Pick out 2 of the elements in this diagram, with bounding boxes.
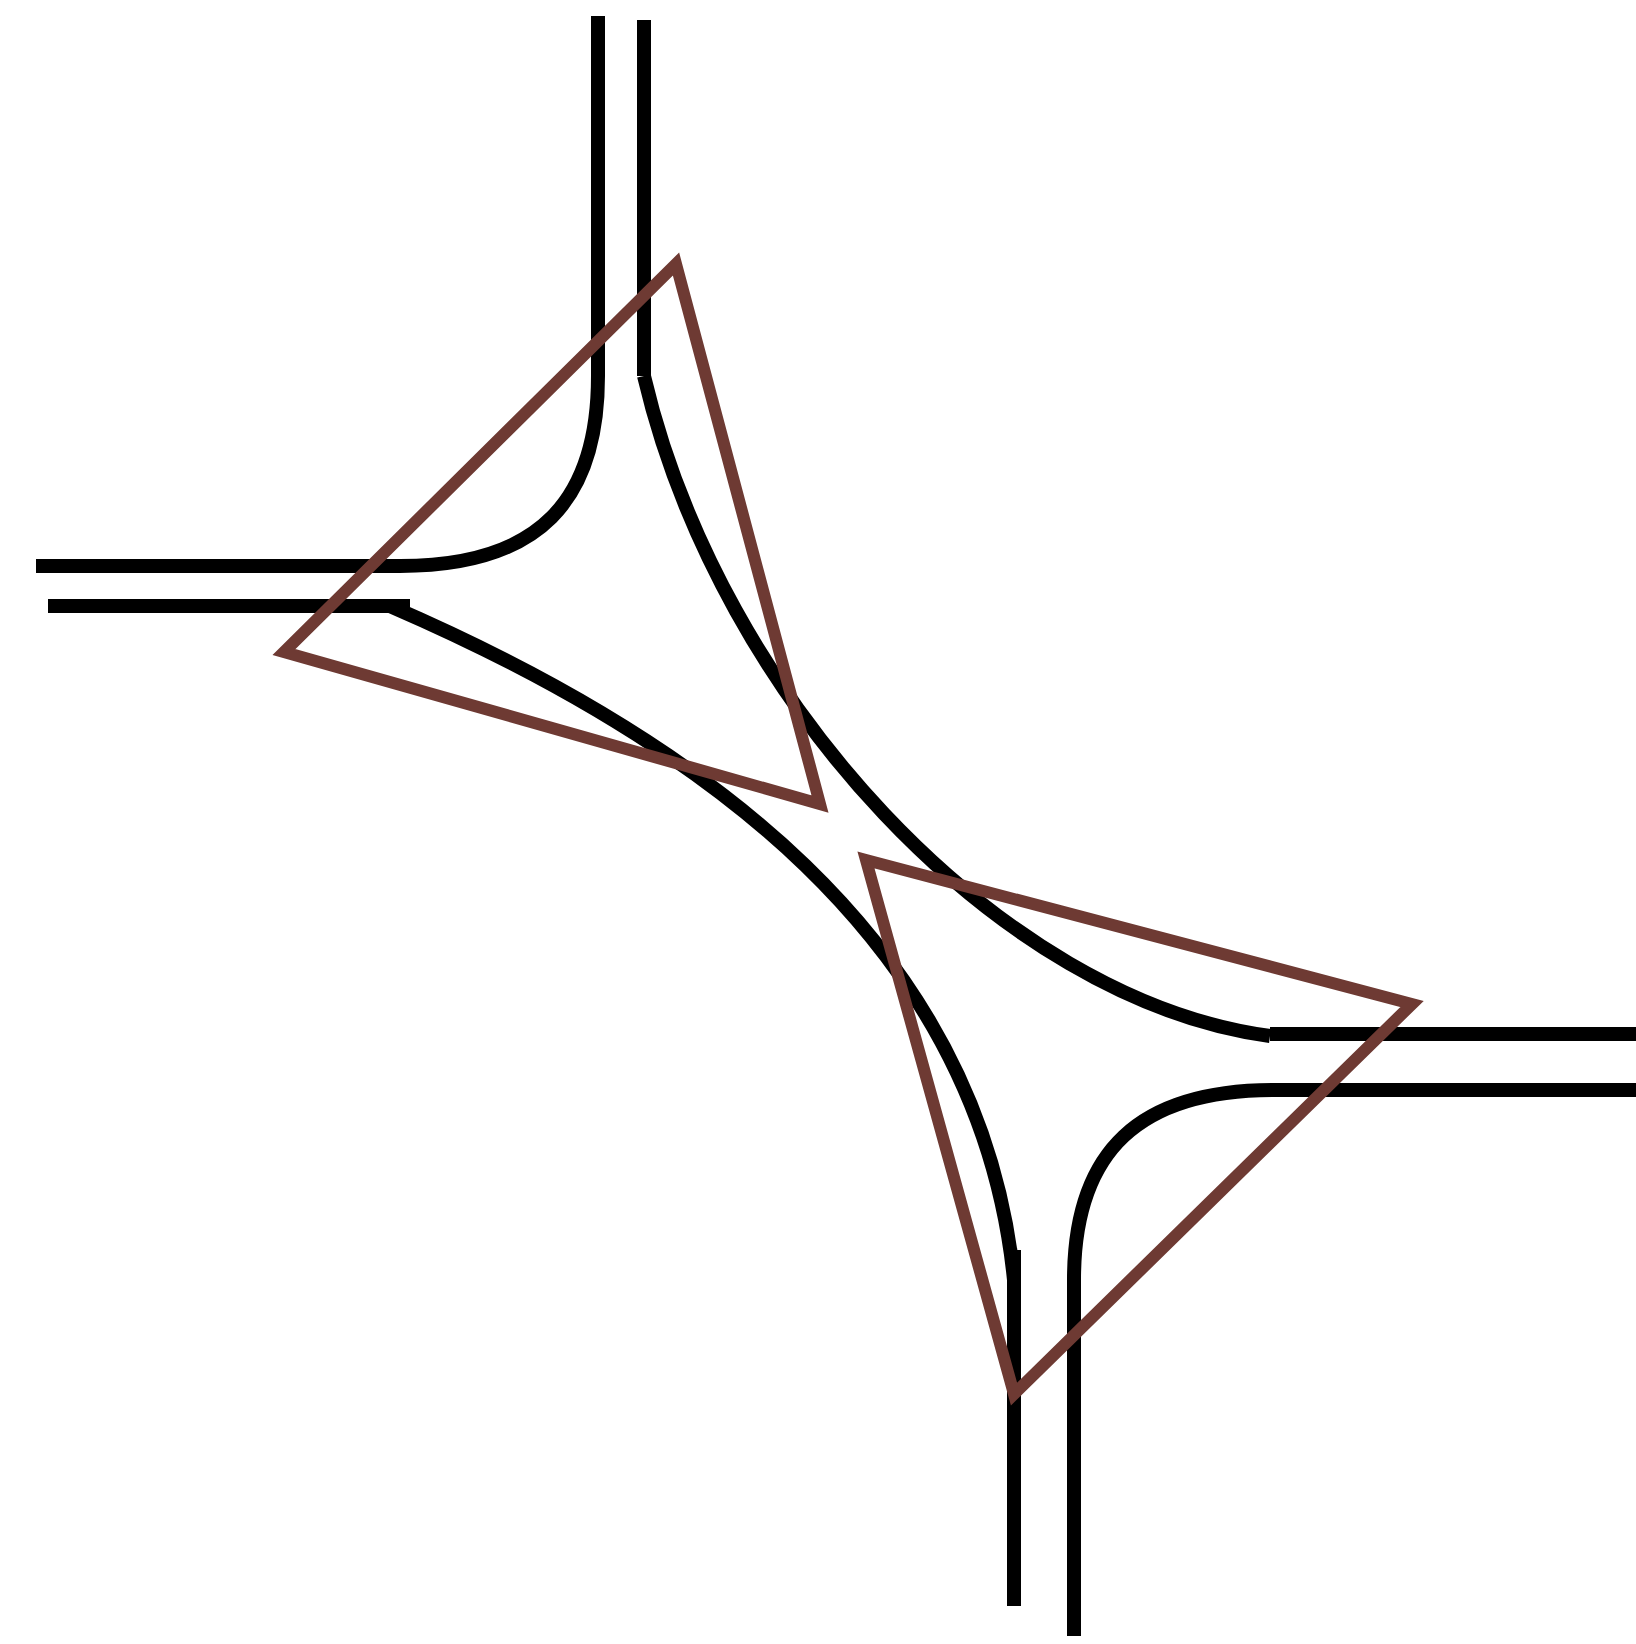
triangle-outline <box>272 252 829 813</box>
triangle-outline <box>857 851 1424 1406</box>
